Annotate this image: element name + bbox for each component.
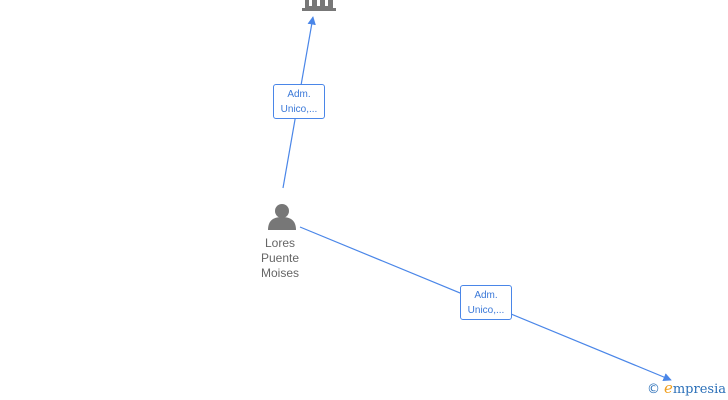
person-name-line-3: Moises (260, 266, 299, 280)
edge-label-target-role[interactable]: Adm. Unico,... (460, 285, 512, 320)
edge-label-line-2: Unico,... (467, 305, 505, 316)
edge-label-company-role[interactable]: Adm. Unico,... (273, 84, 325, 119)
person-name-label[interactable]: Lores Puente Moises (240, 236, 320, 281)
person-name-line-1: Lores (264, 236, 296, 250)
empresia-watermark: ©empresia (647, 379, 726, 397)
person-icon[interactable] (268, 204, 296, 230)
building-icon[interactable] (302, 0, 336, 11)
brand-name: mpresia (672, 382, 726, 397)
person-name-line-2: Puente (260, 251, 300, 265)
brand-initial: e (663, 379, 673, 397)
edge-label-line-1: Adm. (474, 290, 498, 301)
edge-label-line-2: Unico,... (280, 104, 318, 115)
copyright-symbol: © (646, 382, 660, 397)
edge-label-line-1: Adm. (287, 89, 311, 100)
